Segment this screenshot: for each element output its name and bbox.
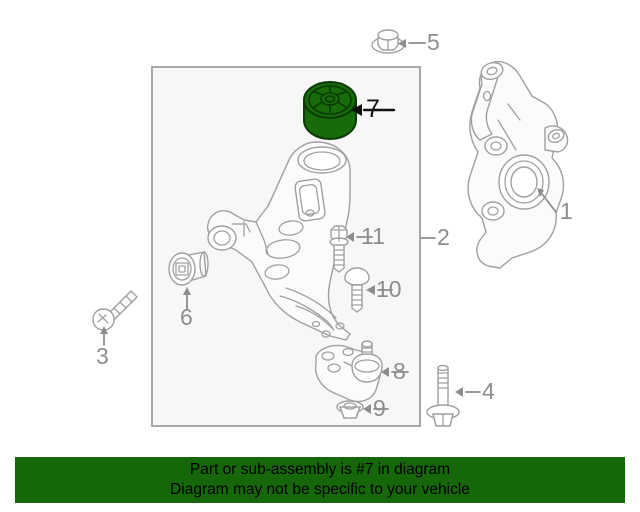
callout-label-6[interactable]: 6 (180, 304, 193, 330)
part-flange-nut-5 (371, 29, 405, 54)
part-steering-knuckle (467, 60, 569, 269)
part-highlight-banner: Part or sub-assembly is #7 in diagram Di… (15, 457, 625, 503)
banner-line-1: Part or sub-assembly is #7 in diagram (189, 460, 451, 478)
callout-label-8[interactable]: 8 (393, 358, 406, 384)
callout-label-7[interactable]: 7 (366, 95, 380, 123)
callout-label-1[interactable]: 1 (560, 198, 573, 224)
part-bolt-3 (92, 290, 138, 331)
callout-label-4[interactable]: 4 (482, 378, 495, 404)
callout-5-leader (398, 39, 426, 48)
callout-label-9[interactable]: 9 (373, 395, 386, 421)
callout-1-leader (537, 188, 557, 213)
callout-label-3[interactable]: 3 (96, 343, 109, 369)
part-flange-bolt-4 (426, 364, 460, 427)
banner-line-2: Diagram may not be specific to your vehi… (170, 481, 470, 498)
callout-label-5[interactable]: 5 (427, 29, 440, 55)
callout-label-11[interactable]: 11 (361, 223, 385, 249)
callout-label-2[interactable]: 2 (437, 224, 450, 250)
callout-4-leader (455, 387, 481, 397)
callout-label-10[interactable]: 10 (376, 276, 402, 302)
